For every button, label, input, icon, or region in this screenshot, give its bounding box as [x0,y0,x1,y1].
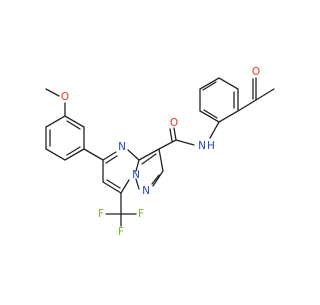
bond-nh-carbonyl [175,139,195,146]
atom-f-right: F [138,208,144,220]
bond-acetyl-ring [237,99,257,112]
bond-ring-nh [209,121,220,139]
atom-f-center: F [118,226,124,238]
bond-amide-co-double [169,128,173,142]
atom-o-amide: O [170,117,178,129]
bond-o-methyl [45,88,60,97]
molecule-diagram: O O N H N N N O F F F [45,66,275,238]
structure-svg: O O N H N N N O F F F [45,66,275,238]
bond-acetyl-methyl [255,88,275,101]
ring-acetylphenyl [199,77,239,123]
atom-h-amide: H [207,140,215,152]
atom-n-amide: N [198,140,206,152]
atom-n-pyrimidine: N [118,141,126,153]
atom-labels: O O N H N N N O F F F [61,66,260,238]
atom-o-methoxy: O [61,91,69,103]
atom-n-bridge: N [132,169,140,181]
ring-methoxyphenyl [45,115,85,161]
atom-f-left: F [98,208,104,220]
bond-amide-co [173,127,177,141]
bond-lines [45,77,275,227]
bond-c5-aryl [83,148,104,161]
bond-carbonyl-c3 [158,139,177,150]
atom-n-pyrazole: N [142,185,150,197]
atom-o-ketone: O [252,66,260,78]
